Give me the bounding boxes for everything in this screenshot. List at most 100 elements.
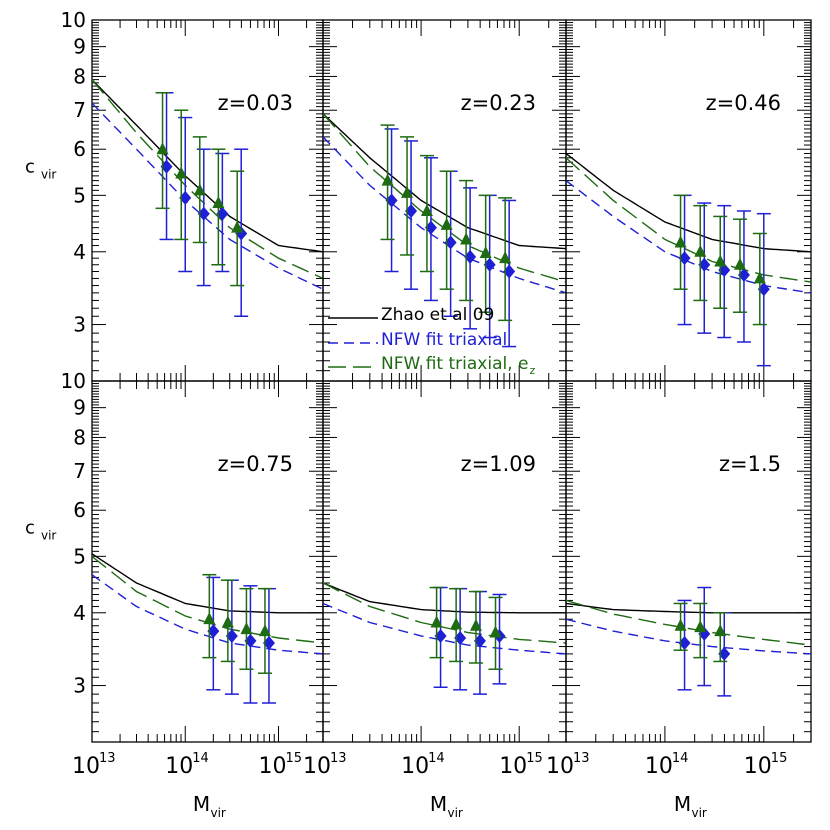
marker-triangle bbox=[440, 217, 453, 230]
marker-diamond bbox=[424, 220, 437, 235]
curve-nfw bbox=[323, 136, 566, 294]
x-tick-label: 10 bbox=[499, 754, 527, 779]
curve-zhao bbox=[323, 582, 566, 614]
marker-diamond bbox=[503, 264, 516, 279]
curve-nfw_ez bbox=[92, 555, 323, 644]
x-tick-label-exp: 15 bbox=[286, 751, 303, 766]
marker-triangle bbox=[175, 166, 188, 179]
y-tick-label: 9 bbox=[73, 396, 86, 420]
marker-triangle bbox=[674, 235, 687, 248]
marker-diamond bbox=[737, 267, 750, 282]
x-axis-label-sub: vir bbox=[692, 806, 707, 820]
x-tick-label: 10 bbox=[303, 754, 331, 779]
y-tick-label: 6 bbox=[73, 498, 86, 522]
curve-nfw_ez bbox=[92, 79, 323, 280]
marker-triangle bbox=[450, 617, 463, 630]
curve-zhao bbox=[566, 602, 811, 614]
marker-diamond bbox=[698, 257, 711, 272]
marker-triangle bbox=[469, 618, 482, 631]
panel-top-middle: z=0.23 bbox=[322, 19, 567, 382]
curve-nfw_ez bbox=[566, 599, 811, 646]
curve-nfw_ez bbox=[323, 582, 566, 644]
y-axis-label: c bbox=[25, 518, 35, 539]
marker-diamond bbox=[464, 249, 477, 264]
panel-plot-area bbox=[92, 553, 323, 704]
panel-plot-area bbox=[323, 582, 566, 695]
marker-diamond bbox=[757, 282, 770, 297]
panel-plot-area bbox=[566, 586, 811, 697]
y-axis-label-sub: vir bbox=[41, 168, 56, 182]
y-tick-label: 10 bbox=[61, 369, 86, 393]
panel-plot-area bbox=[566, 152, 811, 367]
y-tick-label: 8 bbox=[73, 425, 86, 449]
marker-triangle bbox=[714, 254, 727, 267]
marker-diamond bbox=[473, 633, 486, 648]
curve-nfw bbox=[566, 618, 811, 655]
x-tick-label-exp: 14 bbox=[672, 751, 689, 766]
marker-triangle bbox=[240, 622, 253, 635]
panel-plot-area bbox=[92, 79, 323, 318]
panel-top-right: z=0.46 bbox=[565, 19, 812, 382]
panel-frame bbox=[91, 380, 324, 743]
legend-label-nfw: NFW fit triaxial bbox=[381, 330, 507, 350]
panel-redshift-label: z=1.09 bbox=[461, 452, 536, 476]
legend-label-nfw_ez: NFW fit triaxial, e bbox=[381, 354, 528, 374]
marker-triangle bbox=[460, 232, 473, 245]
y-tick-label: 10 bbox=[61, 8, 86, 32]
marker-diamond bbox=[718, 646, 731, 661]
marker-triangle bbox=[258, 624, 271, 637]
panel-frame bbox=[565, 19, 812, 382]
y-tick-label: 3 bbox=[73, 313, 86, 337]
x-axis-label: M bbox=[674, 792, 691, 816]
marker-diamond bbox=[483, 257, 496, 272]
panel-redshift-label: z=0.03 bbox=[218, 91, 293, 115]
curve-nfw_ez bbox=[566, 157, 811, 283]
marker-diamond bbox=[718, 263, 731, 278]
panel-redshift-label: z=0.75 bbox=[218, 452, 293, 476]
y-tick-label: 5 bbox=[73, 183, 86, 207]
panel-redshift-label: z=0.23 bbox=[461, 91, 536, 115]
y-tick-label: 9 bbox=[73, 35, 86, 59]
marker-triangle bbox=[381, 173, 394, 186]
y-axis-label-sub: vir bbox=[41, 529, 56, 543]
y-axis-label: c bbox=[25, 157, 35, 178]
marker-triangle bbox=[193, 183, 206, 196]
x-tick-label-exp: 13 bbox=[330, 751, 347, 766]
x-tick-label: 10 bbox=[165, 754, 193, 779]
y-tick-label: 7 bbox=[73, 459, 86, 483]
y-tick-label: 5 bbox=[73, 544, 86, 568]
marker-triangle bbox=[489, 625, 502, 638]
marker-triangle bbox=[231, 220, 244, 233]
x-axis-label-sub: vir bbox=[211, 806, 226, 820]
panel-plot-area bbox=[323, 113, 566, 348]
marker-diamond bbox=[225, 628, 238, 643]
marker-diamond bbox=[262, 635, 275, 650]
marker-triangle bbox=[420, 203, 433, 216]
marker-triangle bbox=[674, 618, 687, 631]
marker-triangle bbox=[733, 257, 746, 270]
marker-diamond bbox=[454, 631, 467, 646]
marker-diamond bbox=[179, 190, 192, 205]
x-tick-label-exp: 14 bbox=[192, 751, 209, 766]
panel-frame bbox=[322, 19, 567, 382]
y-tick-label: 4 bbox=[73, 601, 86, 625]
curve-zhao bbox=[323, 113, 566, 250]
x-tick-label: 10 bbox=[744, 754, 772, 779]
x-axis-label: M bbox=[193, 792, 210, 816]
y-tick-label: 6 bbox=[73, 137, 86, 161]
y-tick-label: 4 bbox=[73, 240, 86, 264]
y-tick-label: 3 bbox=[73, 674, 86, 698]
curve-nfw_ez bbox=[323, 113, 566, 283]
marker-triangle bbox=[694, 620, 707, 633]
curve-nfw bbox=[92, 102, 323, 290]
x-tick-label: 10 bbox=[546, 754, 574, 779]
marker-triangle bbox=[212, 196, 225, 209]
marker-triangle bbox=[499, 251, 512, 264]
x-tick-label-exp: 13 bbox=[99, 751, 116, 766]
x-tick-label-exp: 15 bbox=[526, 751, 543, 766]
curve-zhao bbox=[566, 152, 811, 253]
